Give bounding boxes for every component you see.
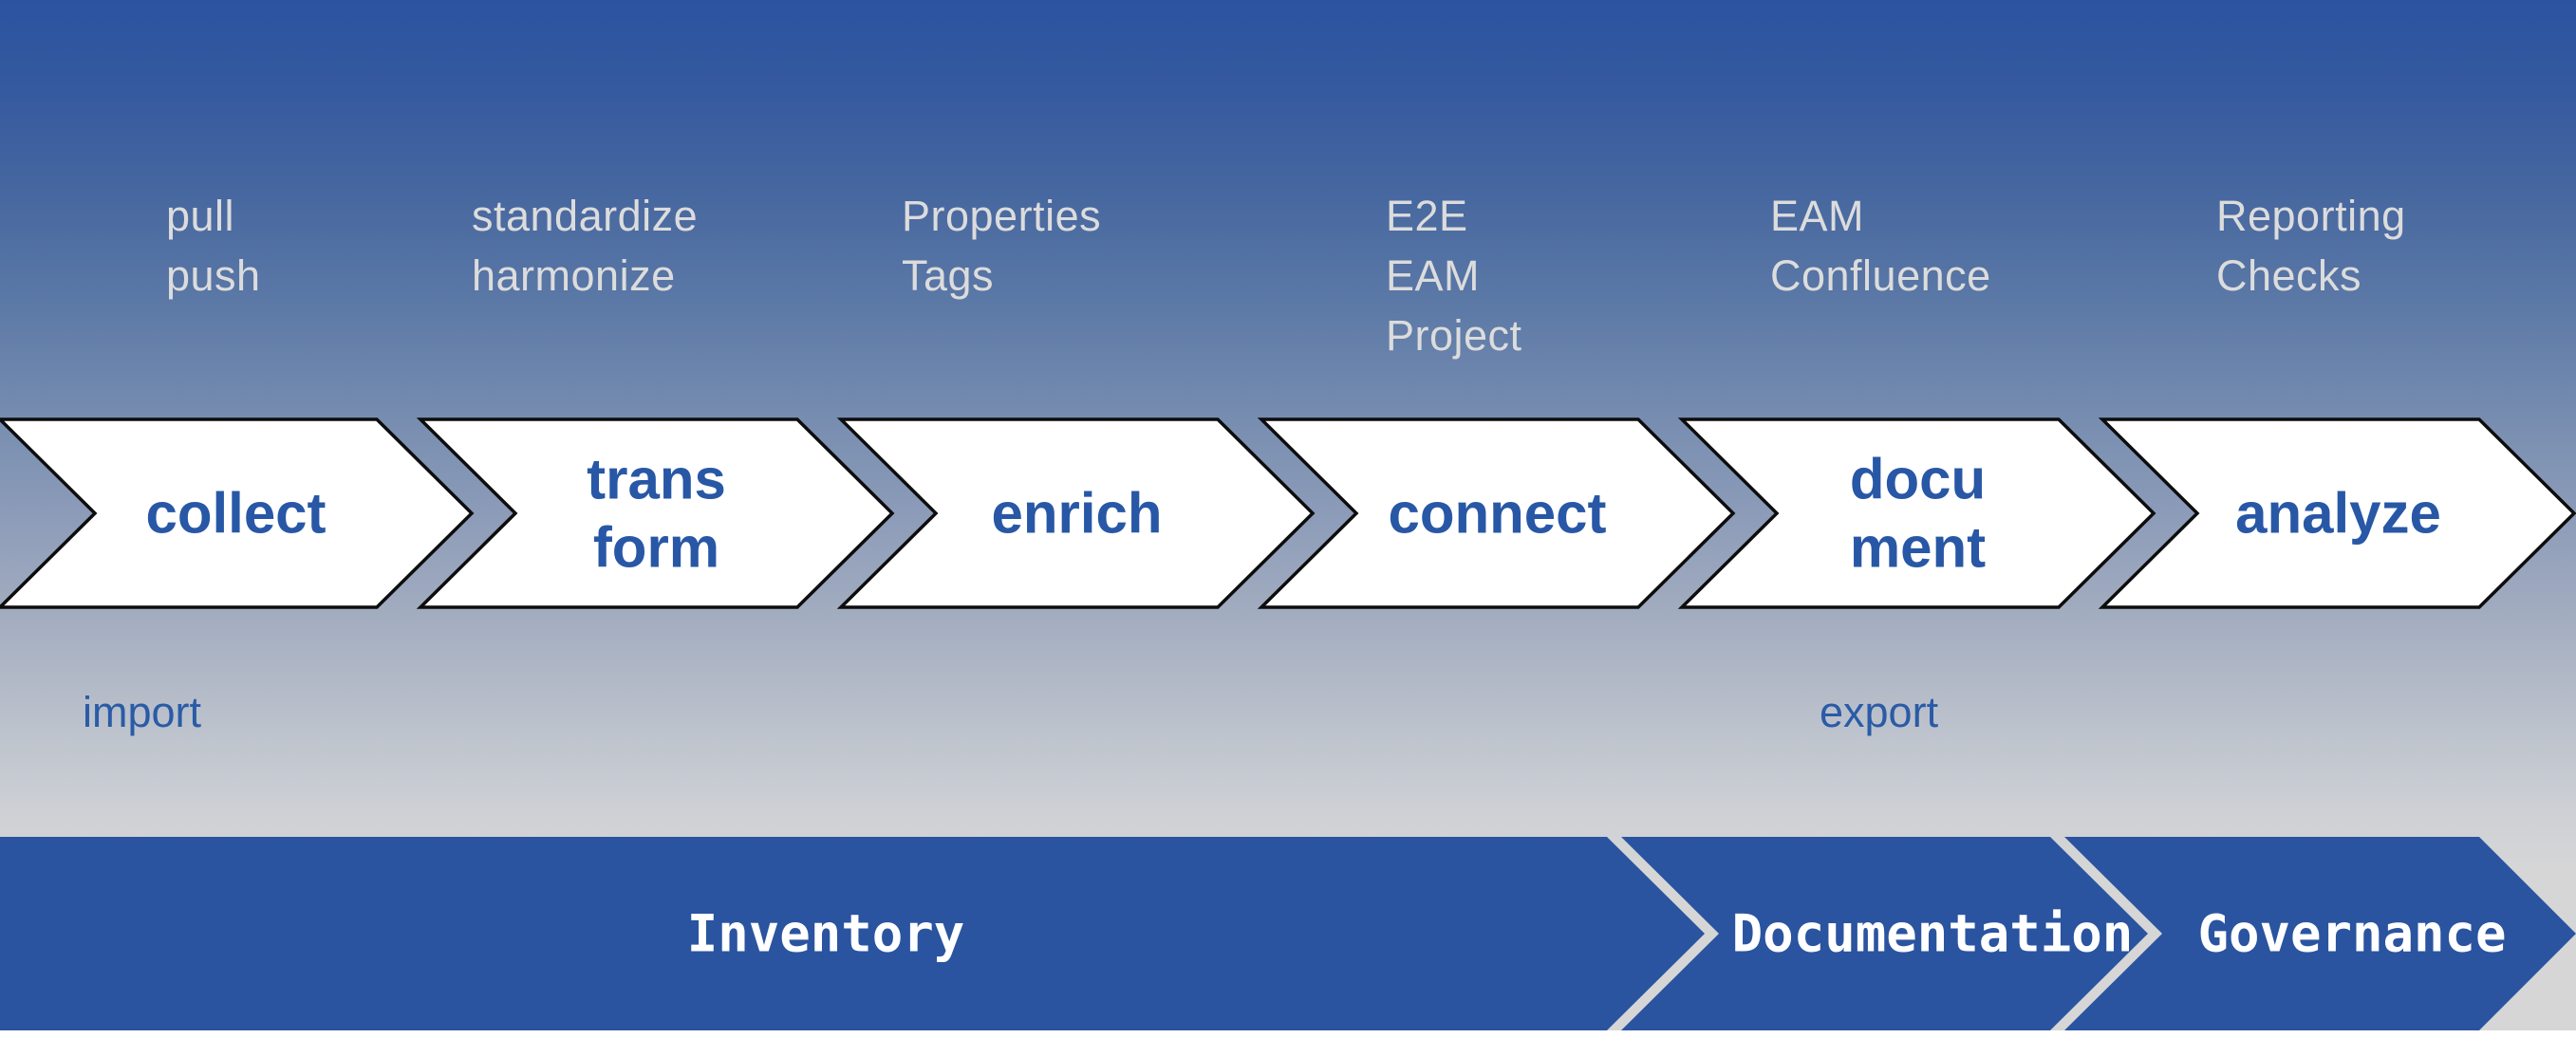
stage-chevron-enrich [836, 417, 1316, 609]
stage-chevron-connect [1257, 417, 1736, 609]
bottom-white-strip [0, 1030, 2576, 1038]
top-note-pull-push: pull push [166, 186, 261, 306]
top-note-line: E2E [1386, 192, 1468, 240]
stage-label-analyze: analyze [2235, 482, 2441, 546]
top-note-line: Tags [902, 251, 995, 300]
phase-chevron-documentation [1621, 837, 2148, 1030]
import-note: import [83, 688, 202, 736]
phase-label-documentation: Documentation [1732, 904, 2134, 964]
stage-label-document: docu [1850, 448, 1986, 511]
top-note-line: push [166, 251, 261, 300]
phase-chevron-governance [2064, 837, 2576, 1030]
phase-label-governance: Governance [2197, 904, 2506, 964]
stage-label-connect: connect [1388, 482, 1606, 546]
stage-chevron-collect [0, 417, 475, 609]
stage-chevron-transform [416, 417, 895, 609]
top-note-line: EAM [1770, 192, 1865, 240]
top-note-line: pull [166, 192, 235, 240]
stage-label-collect: collect [145, 482, 326, 546]
stage-label-transform: form [593, 516, 719, 580]
stage-label-transform: trans [587, 448, 726, 511]
top-note-e2e-eam-project: E2E EAM Project [1386, 186, 1522, 365]
top-note-line: Properties [902, 192, 1102, 240]
phase-chevron-inventory [0, 837, 1705, 1030]
top-note-standardize-harmonize: standardize harmonize [472, 186, 698, 306]
stage-chevron-document [1677, 417, 2156, 609]
stage-label-enrich: enrich [991, 482, 1162, 546]
stage-chevron-analyze [2098, 417, 2576, 609]
top-note-line: Checks [2216, 251, 2362, 300]
top-note-line: Project [1386, 311, 1522, 360]
top-note-line: standardize [472, 192, 699, 240]
top-note-line: EAM [1386, 251, 1481, 300]
top-note-line: harmonize [472, 251, 676, 300]
top-note-line: Confluence [1770, 251, 1991, 300]
top-note-eam-confluence: EAM Confluence [1770, 186, 1991, 306]
phase-label-inventory: Inventory [687, 904, 965, 964]
top-note-line: Reporting [2216, 192, 2406, 240]
stage-label-document: ment [1850, 516, 1986, 580]
export-note: export [1820, 688, 1939, 736]
